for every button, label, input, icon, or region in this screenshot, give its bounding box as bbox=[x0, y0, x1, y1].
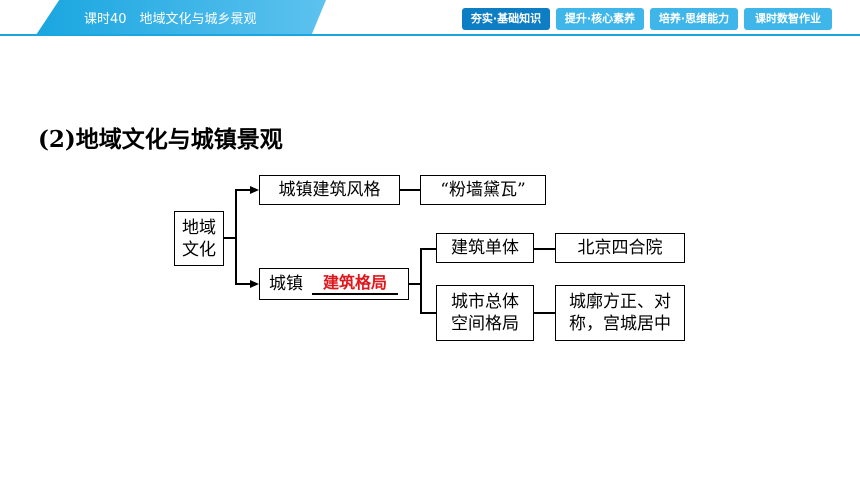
nav-thinking-ability-button[interactable]: 培养·思维能力 bbox=[650, 8, 738, 30]
architecture-style-box: 城镇建筑风格 bbox=[259, 175, 400, 205]
overall-example-connector bbox=[534, 312, 555, 314]
root-line-1: 地域 bbox=[182, 217, 216, 238]
arrow-to-layout-head bbox=[250, 280, 259, 288]
layout-answer: 建筑格局 bbox=[322, 273, 387, 292]
answer-blank-underline bbox=[312, 293, 398, 295]
arrow-to-style-head bbox=[250, 186, 259, 194]
overall-layout-line-1: 城市总体 bbox=[451, 292, 519, 312]
layout-box: 城镇 bbox=[259, 268, 409, 300]
overall-layout-box: 城市总体 空间格局 bbox=[436, 285, 534, 341]
lesson-title-tab bbox=[36, 0, 326, 35]
to-overall-layout-line bbox=[420, 312, 436, 314]
single-example-connector bbox=[534, 248, 555, 250]
root-line-2: 文化 bbox=[182, 239, 216, 260]
nav-core-literacy-button[interactable]: 提升·核心素养 bbox=[556, 8, 644, 30]
section-title: (2)地域文化与城镇景观 bbox=[38, 126, 283, 153]
style-example-connector bbox=[400, 189, 420, 191]
single-example-box: 北京四合院 bbox=[555, 233, 685, 263]
overall-example-line-2: 称，宫城居中 bbox=[569, 314, 671, 334]
overall-example-box: 城廓方正、对 称，宫城居中 bbox=[555, 285, 685, 341]
to-single-building-line bbox=[420, 248, 436, 250]
single-building-box: 建筑单体 bbox=[436, 233, 534, 263]
layout-branch-vertical bbox=[420, 248, 422, 313]
root-connector bbox=[224, 237, 236, 239]
overall-example-line-1: 城廓方正、对 bbox=[569, 292, 671, 312]
layout-prefix: 城镇 bbox=[269, 274, 303, 294]
nav-homework-button[interactable]: 课时数智作业 bbox=[744, 8, 832, 30]
top-bar: 课时40 地域文化与城乡景观 夯实·基础知识 提升·核心素养 培养·思维能力 课… bbox=[0, 0, 860, 36]
arrow-to-style-line bbox=[235, 189, 251, 191]
header-divider bbox=[0, 34, 860, 36]
lesson-title: 课时40 地域文化与城乡景观 bbox=[84, 12, 257, 27]
arrow-to-layout-line bbox=[235, 283, 251, 285]
root-box: 地域 文化 bbox=[174, 211, 224, 266]
style-example-box: “粉墙黛瓦” bbox=[420, 175, 546, 205]
nav-basic-knowledge-button[interactable]: 夯实·基础知识 bbox=[462, 8, 550, 30]
layout-connector bbox=[409, 283, 421, 285]
overall-layout-line-2: 空间格局 bbox=[451, 314, 519, 334]
root-branch-vertical bbox=[235, 189, 237, 284]
